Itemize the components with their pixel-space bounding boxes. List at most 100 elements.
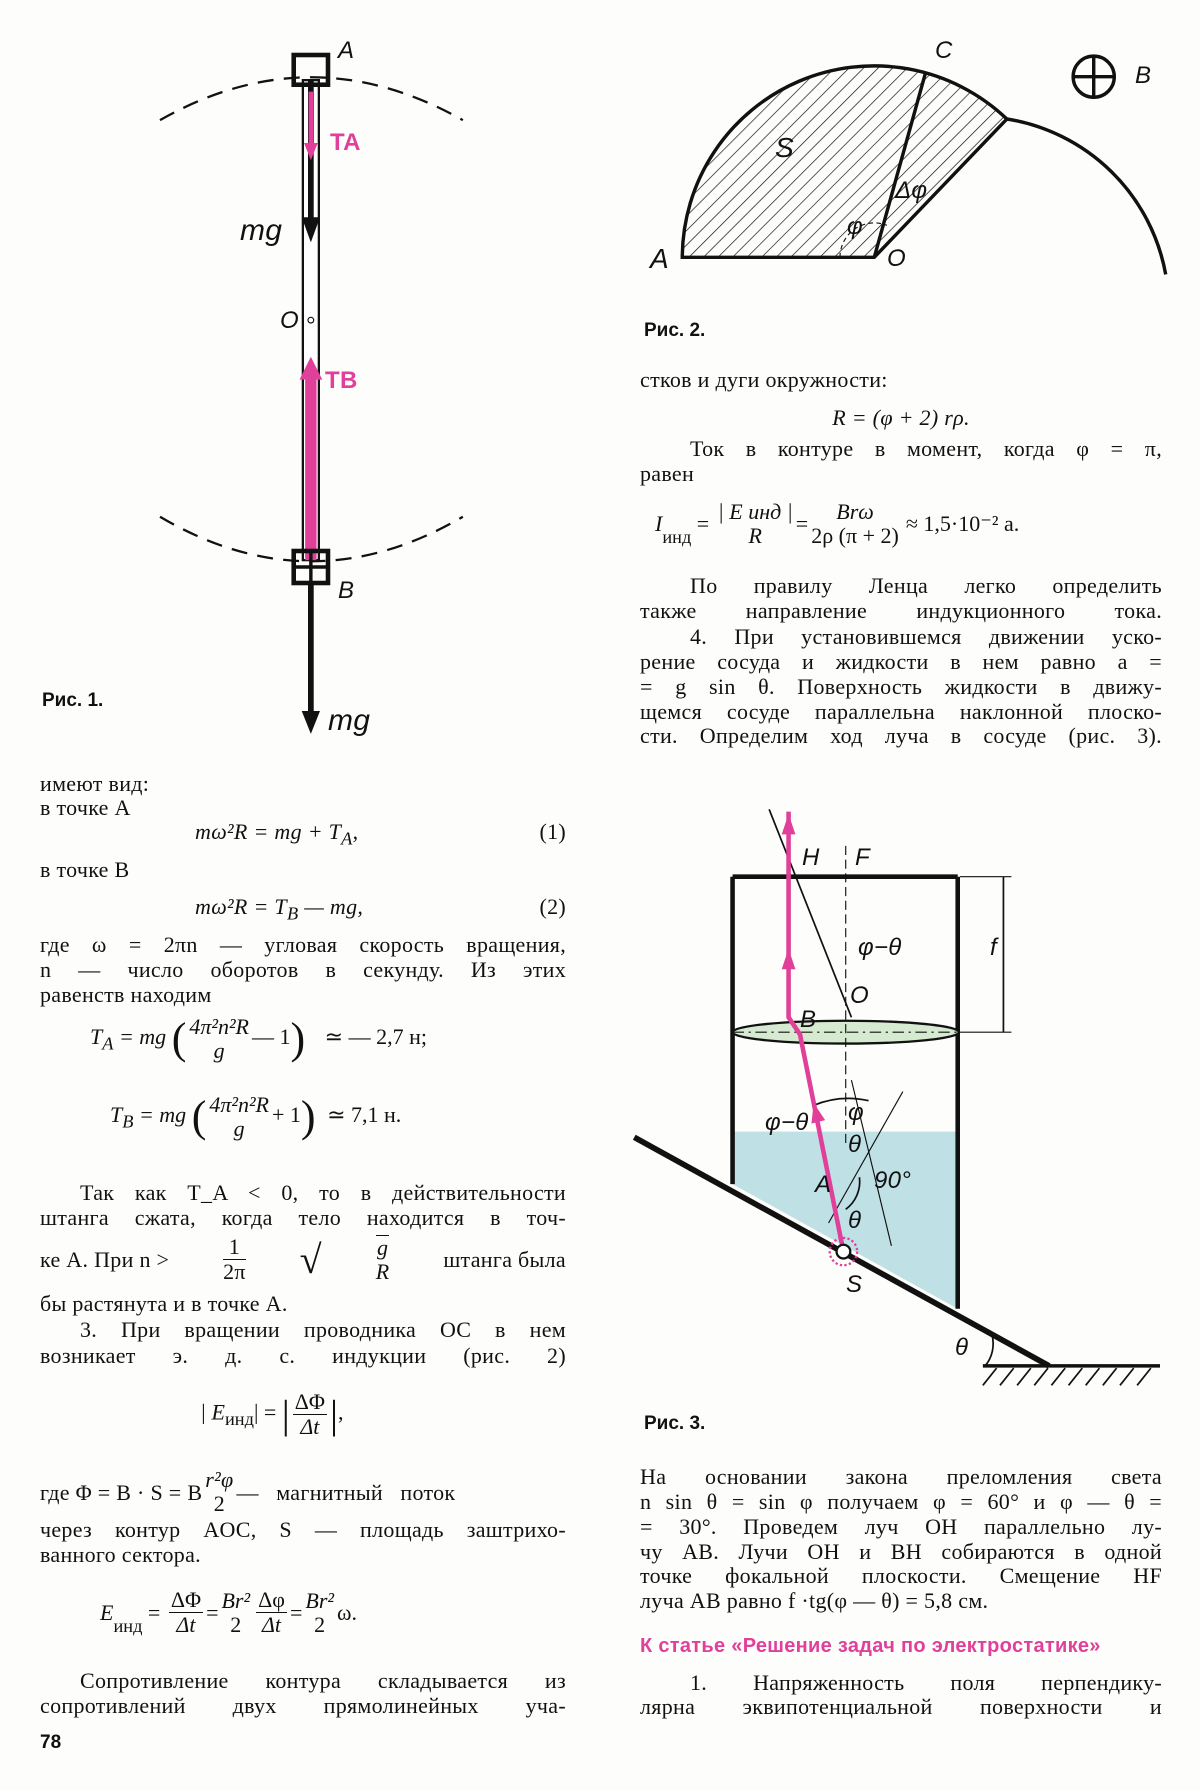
figure-1-rotating-rod bbox=[159, 52, 464, 734]
frac-numerator: | E инд | bbox=[717, 499, 793, 524]
eq2-body: mω²R = T bbox=[195, 894, 287, 919]
ta-tail: — 1 bbox=[252, 1024, 291, 1050]
fig3-label-s: S bbox=[846, 1271, 863, 1298]
fig1-label-mg-top: mg bbox=[240, 214, 283, 247]
text-line: луча AB равно f ·tg(φ — θ) = 5,8 см. bbox=[640, 1588, 989, 1613]
fig1-label-ta: TA bbox=[330, 129, 361, 156]
fig2-label-b: B bbox=[1135, 62, 1152, 89]
frac-denominator: Δt bbox=[176, 1612, 196, 1637]
fig3-label-f: f bbox=[990, 934, 997, 961]
emf-numerator: ΔΦ bbox=[292, 1389, 328, 1415]
fig3-label-a: A bbox=[815, 1171, 832, 1198]
fig2-label-phi: φ bbox=[847, 213, 863, 240]
text-line: = 30°. Проведем луч OH параллельно лу- bbox=[640, 1514, 1162, 1539]
frac-denominator: 2ρ (π + 2) bbox=[811, 523, 899, 548]
emf2-eq: = bbox=[142, 1599, 166, 1625]
text-line: точке фокальной плоскости. Смещение HF bbox=[640, 1563, 1162, 1588]
formula-resistance: R = (φ + 2) rρ. bbox=[832, 405, 970, 430]
frac-numerator: Br² bbox=[221, 1587, 251, 1613]
text-line: чу AB. Лучи OH и BH собираются в одной bbox=[640, 1539, 1162, 1564]
text-line: 1. Напряженность поля перпендику- bbox=[690, 1670, 1162, 1695]
fig2-label-o: O bbox=[887, 245, 906, 272]
text-fragment: ке A. При n > bbox=[40, 1247, 170, 1272]
fig1-label-o: O bbox=[280, 307, 299, 334]
text-line: сти. Определим ход луча в сосуде (рис. 3… bbox=[640, 723, 1162, 748]
frac-denominator: 2 bbox=[314, 1611, 326, 1637]
ta-result: ≃ — 2,7 н; bbox=[324, 1024, 427, 1050]
text-line: в точке B bbox=[40, 857, 130, 882]
text-line: штанга сжата, когда тело находится в точ… bbox=[40, 1205, 566, 1230]
ta-eq: = mg bbox=[113, 1024, 167, 1050]
text-line: равен bbox=[640, 461, 695, 486]
fig3-label-theta-3: θ bbox=[955, 1334, 969, 1361]
figure-2-caption: Рис. 2. bbox=[644, 320, 706, 341]
eq1-sub: A bbox=[341, 828, 353, 849]
eq2-sub: B bbox=[286, 903, 299, 924]
fig3-label-f-point: F bbox=[855, 844, 870, 871]
frac-numerator: r²φ bbox=[205, 1467, 234, 1492]
fig1-label-tb: TB bbox=[325, 367, 358, 394]
fig1-label-a: A bbox=[338, 37, 355, 64]
text-line: сопротивлений двух прямолинейных уча- bbox=[40, 1693, 566, 1718]
tb-eq: = mg bbox=[133, 1102, 187, 1128]
fig3-label-phi-theta-low: φ−θ bbox=[765, 1109, 809, 1136]
frac-denominator: 2π bbox=[223, 1259, 246, 1284]
text-line: Сопротивление контура складывается из bbox=[80, 1668, 566, 1693]
text-fragment: где Φ = B · S = B bbox=[40, 1479, 203, 1505]
fig3-label-phi-theta-top: φ−θ bbox=[858, 934, 902, 961]
eq1-body: mω²R = mg + T bbox=[195, 819, 342, 844]
tb-sub: B bbox=[122, 1111, 134, 1132]
eq2-tail: — mg, bbox=[298, 894, 364, 919]
ta-denominator: g bbox=[213, 1038, 225, 1063]
text-line: в точке A bbox=[40, 795, 131, 820]
page-number: 78 bbox=[40, 1732, 62, 1753]
text-line: n — число оборотов в секунду. Из этих bbox=[40, 957, 566, 982]
frac-numerator: Br² bbox=[305, 1587, 334, 1613]
current-lhs: I bbox=[655, 511, 663, 536]
figure-3-caption: Рис. 3. bbox=[644, 1413, 706, 1434]
fig3-label-theta-2: θ bbox=[848, 1207, 862, 1234]
text-line: 4. При установившемся движении уско- bbox=[690, 624, 1162, 649]
frac-denominator: R bbox=[748, 523, 762, 548]
tb-denominator: g bbox=[233, 1116, 245, 1141]
current-result: ≈ 1,5·10⁻² а. bbox=[905, 511, 1020, 536]
text-line: через контур AOC, S — площадь заштрихо- bbox=[40, 1517, 566, 1542]
fig3-label-h: H bbox=[802, 844, 820, 871]
text-line: также направление индукционного тока. bbox=[640, 598, 1162, 623]
eq2-number: (2) bbox=[539, 894, 566, 919]
text-line: Так как T_A < 0, то в действительности bbox=[80, 1180, 566, 1205]
fig3-label-90: 90° bbox=[874, 1167, 912, 1194]
fig1-label-mg-bottom: mg bbox=[328, 704, 371, 737]
current-eq: = bbox=[691, 511, 715, 536]
emf-mid: | = bbox=[253, 1399, 277, 1425]
text-line: бы растянута и в точке A. bbox=[40, 1291, 288, 1316]
text-line: По правилу Ленца легко определить bbox=[690, 573, 1162, 598]
frac-numerator: ΔΦ bbox=[168, 1587, 204, 1613]
text-line: = g sin θ. Поверхность жидкости в движу- bbox=[640, 674, 1162, 699]
fig3-label-b: B bbox=[800, 1006, 817, 1033]
figure-1-caption: Рис. 1. bbox=[42, 690, 104, 711]
frac-numerator: Δφ bbox=[256, 1587, 287, 1613]
section-heading: К статье «Решение задач по электростатик… bbox=[640, 1635, 1101, 1657]
text-line: 3. При вращении проводника OC в нем bbox=[80, 1317, 566, 1342]
fig2-label-dphi: Δφ bbox=[895, 177, 928, 204]
ta-lhs: T bbox=[90, 1024, 103, 1050]
tb-tail: + 1 bbox=[272, 1102, 301, 1128]
emf2-lhs: E bbox=[100, 1599, 114, 1625]
text-line: возникает э. д. с. индукции (рис. 2) bbox=[40, 1343, 566, 1368]
frac-denominator: Δt bbox=[262, 1612, 282, 1637]
frac-denominator: 2 bbox=[213, 1491, 226, 1516]
emf2-sub: инд bbox=[113, 1616, 143, 1636]
text-line: щемся сосуде параллельна наклонной плоск… bbox=[640, 699, 1162, 724]
fig3-label-theta-1: θ bbox=[848, 1131, 862, 1158]
fig1-label-b: B bbox=[338, 577, 355, 604]
emf-lhs: | E bbox=[200, 1399, 225, 1425]
fig2-label-c: C bbox=[935, 37, 953, 64]
tb-numerator: 4π²n²R bbox=[209, 1092, 269, 1117]
